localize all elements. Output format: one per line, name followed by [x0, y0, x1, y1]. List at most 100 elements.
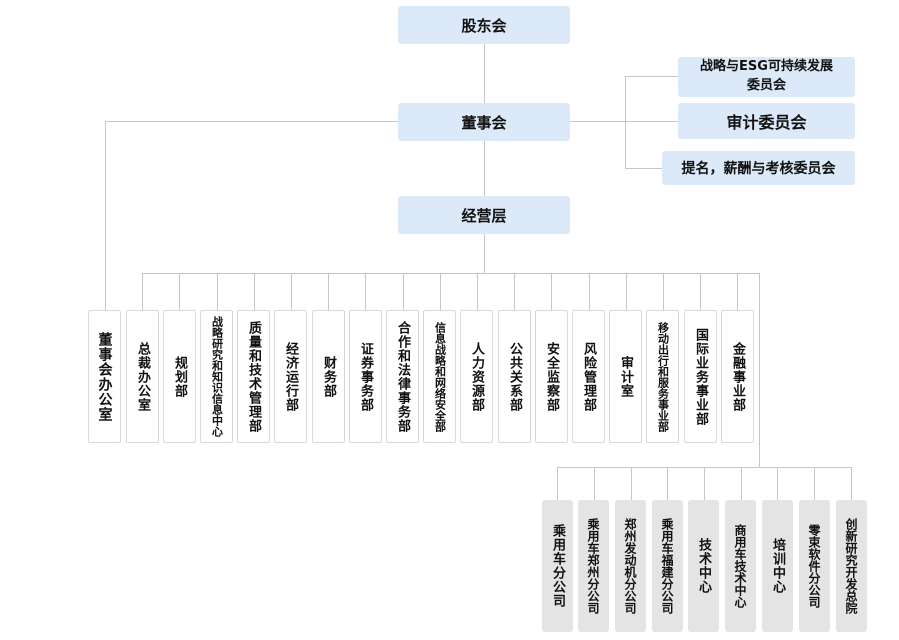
- dept-label: 公共关系部: [507, 341, 522, 412]
- connector-vline: [403, 273, 404, 310]
- connector-vline: [759, 273, 760, 468]
- dept-risk-management: 风险管理部: [572, 310, 605, 443]
- sub-zone-software-branch: 零束软件分公司: [799, 500, 830, 632]
- connector-hline: [625, 76, 678, 77]
- connector-vline: [477, 273, 478, 310]
- node-shareholders: 股东会: [398, 6, 570, 44]
- connector-vline: [851, 467, 852, 500]
- connector-vline: [777, 467, 778, 500]
- dept-label: 质量和技术管理部: [246, 320, 261, 433]
- dept-human-resources: 人力资源部: [460, 310, 493, 443]
- committee-nomination-remuneration: 提名，薪酬与考核委员会: [662, 151, 855, 185]
- committee-label: 提名，薪酬与考核委员会: [681, 161, 836, 177]
- dept-label: 经济运行部: [283, 341, 298, 412]
- connector-hline: [105, 121, 398, 122]
- sub-label: 零束软件分公司: [807, 524, 821, 608]
- connector-vline: [484, 232, 485, 274]
- connector-vline: [105, 121, 106, 311]
- sub-label: 乘用车福建分公司: [660, 518, 674, 614]
- connector-vline: [179, 273, 180, 310]
- committee-strategy-esg: 战略与ESG可持续发展委员会: [678, 57, 855, 97]
- connector-vline: [626, 273, 627, 310]
- committee-label: 战略与ESG可持续发展委员会: [700, 59, 833, 93]
- sub-label: 培训中心: [770, 538, 785, 594]
- connector-vline: [741, 467, 742, 500]
- node-management: 经营层: [398, 196, 570, 234]
- dept-info-strategy-cybersecurity: 信息战略和网络安全部: [423, 310, 456, 443]
- connector-vline: [557, 467, 558, 500]
- sub-zhengzhou-engine-branch: 郑州发动机分公司: [615, 500, 646, 632]
- dept-label: 战略研究和知识信息中心: [210, 316, 224, 437]
- dept-label: 合作和法律事务部: [395, 320, 410, 433]
- dept-strategy-research-knowledge-info-center: 战略研究和知识信息中心: [200, 310, 233, 443]
- dept-label: 国际业务事业部: [693, 327, 708, 426]
- dept-label: 人力资源部: [469, 341, 484, 412]
- dept-label: 安全监察部: [544, 341, 559, 412]
- dept-finance: 财务部: [312, 310, 345, 443]
- dept-label: 董事会办公室: [96, 331, 113, 422]
- committee-label: 审计委员会: [726, 113, 807, 132]
- connector-vline: [217, 273, 218, 310]
- dept-mobility-services-division: 移动出行和服务事业部: [646, 310, 679, 443]
- sub-commercial-vehicle-technology-center: 商用车技术中心: [725, 500, 756, 632]
- connector-vline: [484, 44, 485, 104]
- sub-label: 郑州发动机分公司: [623, 518, 637, 614]
- sub-label: 技术中心: [696, 538, 711, 594]
- connector-vline: [737, 273, 738, 310]
- dept-label: 财务部: [321, 355, 336, 398]
- node-board: 董事会: [398, 103, 570, 141]
- sub-label: 乘用车分公司: [550, 524, 565, 608]
- committee-audit: 审计委员会: [678, 103, 855, 139]
- connector-vline: [625, 76, 626, 169]
- sub-technology-center: 技术中心: [688, 500, 719, 632]
- dept-label: 证券事务部: [358, 341, 373, 412]
- connector-vline: [142, 273, 143, 310]
- sub-label: 乘用车郑州分公司: [586, 518, 600, 614]
- node-shareholders-label: 股东会: [461, 16, 507, 35]
- dept-label: 金融事业部: [730, 341, 745, 412]
- connector-hline: [570, 121, 678, 122]
- dept-cooperation-legal-affairs: 合作和法律事务部: [386, 310, 419, 443]
- dept-public-relations: 公共关系部: [498, 310, 531, 443]
- connector-vline: [589, 273, 590, 310]
- sub-training-center: 培训中心: [762, 500, 793, 632]
- connector-hline: [142, 273, 760, 274]
- connector-vline: [700, 273, 701, 310]
- sub-label: 商用车技术中心: [733, 524, 747, 608]
- dept-securities-affairs: 证券事务部: [349, 310, 382, 443]
- dept-label: 信息战略和网络安全部: [433, 321, 447, 432]
- connector-vline: [551, 273, 552, 310]
- dept-label: 审计室: [618, 355, 633, 398]
- connector-vline: [667, 467, 668, 500]
- node-management-label: 经营层: [461, 206, 507, 225]
- dept-label: 总裁办公室: [135, 341, 150, 412]
- dept-safety-supervision: 安全监察部: [535, 310, 568, 443]
- sub-passenger-vehicle-branch: 乘用车分公司: [542, 500, 573, 632]
- connector-vline: [328, 273, 329, 310]
- dept-president-office: 总裁办公室: [126, 310, 159, 443]
- node-board-label: 董事会: [461, 113, 507, 132]
- connector-vline: [814, 467, 815, 500]
- dept-quality-technology-management: 质量和技术管理部: [237, 310, 270, 443]
- connector-hline: [625, 168, 678, 169]
- sub-passenger-vehicle-zhengzhou-branch: 乘用车郑州分公司: [578, 500, 609, 632]
- dept-economic-operation: 经济运行部: [274, 310, 307, 443]
- sub-innovation-rd-institute: 创新研究开发总院: [836, 500, 867, 632]
- connector-vline: [254, 273, 255, 310]
- dept-audit-office: 审计室: [609, 310, 642, 443]
- dept-label: 移动出行和服务事业部: [656, 321, 670, 432]
- dept-finance-division: 金融事业部: [721, 310, 754, 443]
- dept-label: 风险管理部: [581, 341, 596, 412]
- connector-vline: [704, 467, 705, 500]
- connector-vline: [663, 273, 664, 310]
- dept-international-business-division: 国际业务事业部: [684, 310, 717, 443]
- sub-label: 创新研究开发总院: [844, 518, 858, 614]
- sub-passenger-vehicle-fujian-branch: 乘用车福建分公司: [652, 500, 683, 632]
- dept-planning: 规划部: [163, 310, 196, 443]
- connector-vline: [631, 467, 632, 500]
- connector-vline: [291, 273, 292, 310]
- dept-label: 规划部: [172, 355, 187, 398]
- connector-vline: [365, 273, 366, 310]
- connector-vline: [484, 141, 485, 197]
